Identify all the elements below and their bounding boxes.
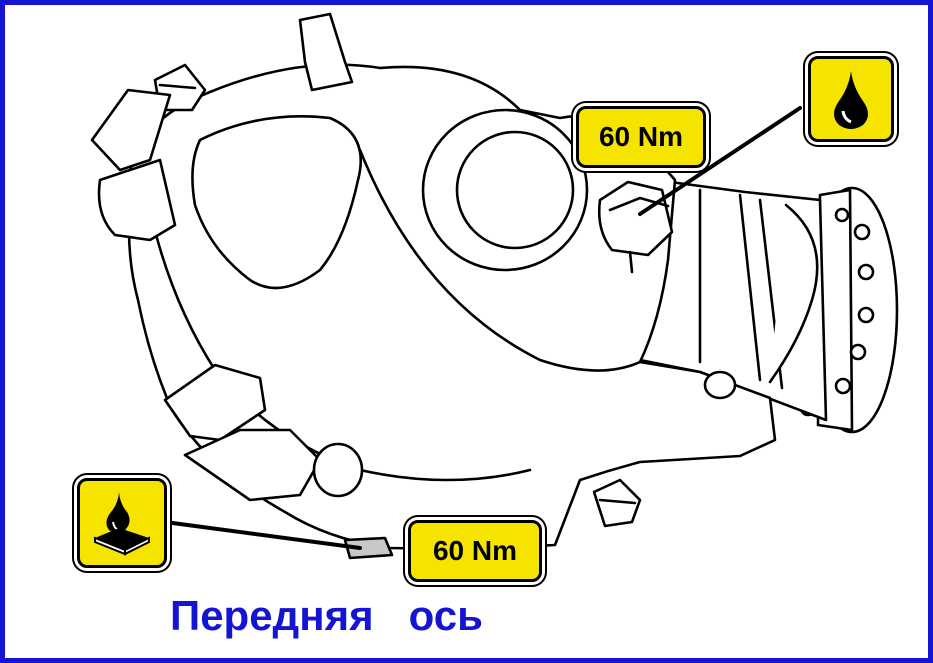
bottom-bolt [592,478,642,528]
torque-label-bottom: 60 Nm [408,520,542,582]
output-flange [799,186,899,434]
torque-label-top: 60 Nm [576,106,706,168]
pinion-tube [638,176,828,422]
oil-drop-icon [808,56,894,142]
sealant-drop-icon [77,478,167,568]
diagram-caption: Передняя ось [170,592,483,639]
input-port [421,108,589,272]
